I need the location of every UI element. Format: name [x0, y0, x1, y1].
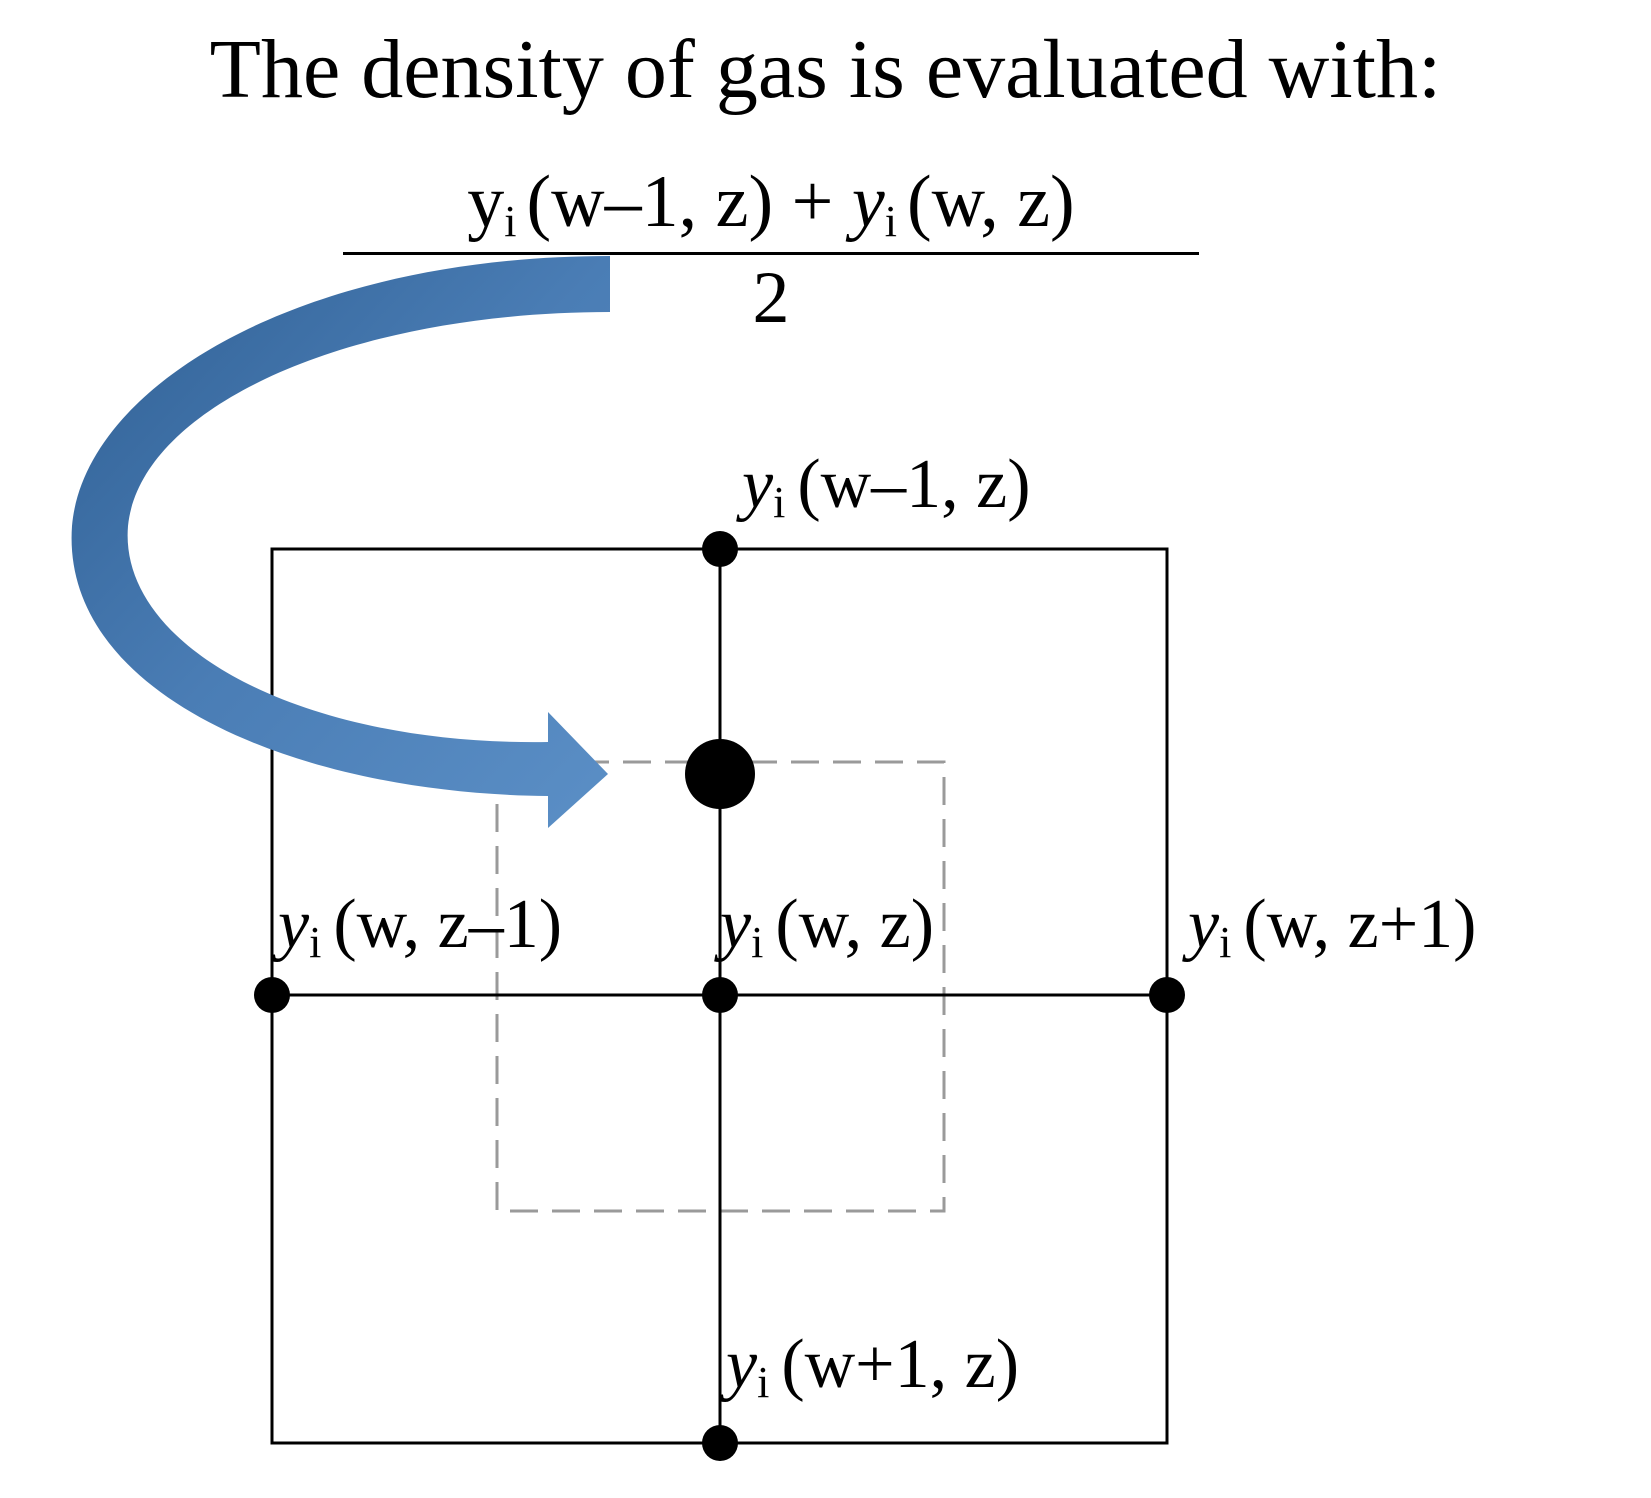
label-subscript: i [1219, 918, 1232, 967]
label-var: y [726, 1326, 758, 1403]
label-args: (w, z–1) [333, 886, 563, 963]
formula-var: y [851, 161, 885, 243]
label-var: y [278, 886, 310, 963]
formula-args: (w–1, z) [526, 161, 774, 243]
formula-args: (w, z) [906, 161, 1075, 243]
node-bottom [702, 1425, 738, 1461]
formula-numerator: yi(w–1, z) + yi(w, z) [343, 165, 1199, 252]
label-args: (w, z) [775, 886, 935, 963]
label-args: (w, z+1) [1243, 886, 1477, 963]
label-var: y [742, 446, 774, 523]
formula-denominator: 2 [752, 257, 790, 339]
label-var: y [1188, 886, 1220, 963]
label-left: yi(w, z–1) [278, 890, 562, 965]
node-left [254, 977, 290, 1013]
formula-var: y [467, 161, 505, 243]
formula-operator: + [791, 161, 834, 243]
curved-arrow [71, 256, 610, 828]
label-subscript: i [309, 918, 322, 967]
label-var: y [720, 886, 752, 963]
label-center: yi(w, z) [720, 890, 934, 965]
fraction-bar [343, 252, 1199, 255]
page-title: The density of gas is evaluated with: [209, 23, 1442, 116]
label-subscript: i [773, 478, 786, 527]
label-bottom: yi(w+1, z) [726, 1330, 1019, 1405]
node-right [1149, 977, 1185, 1013]
formula-subscript: i [504, 197, 517, 246]
label-args: (w+1, z) [781, 1326, 1020, 1403]
label-top: yi(w–1, z) [742, 450, 1031, 525]
node-center [702, 977, 738, 1013]
label-right: yi(w, z+1) [1188, 890, 1477, 965]
node-top [702, 531, 738, 567]
interface-point [685, 739, 755, 809]
label-subscript: i [757, 1358, 770, 1407]
label-subscript: i [751, 918, 764, 967]
density-formula: yi(w–1, z) + yi(w, z) 2 [343, 165, 1199, 335]
formula-subscript: i [884, 197, 897, 246]
label-args: (w–1, z) [797, 446, 1031, 523]
